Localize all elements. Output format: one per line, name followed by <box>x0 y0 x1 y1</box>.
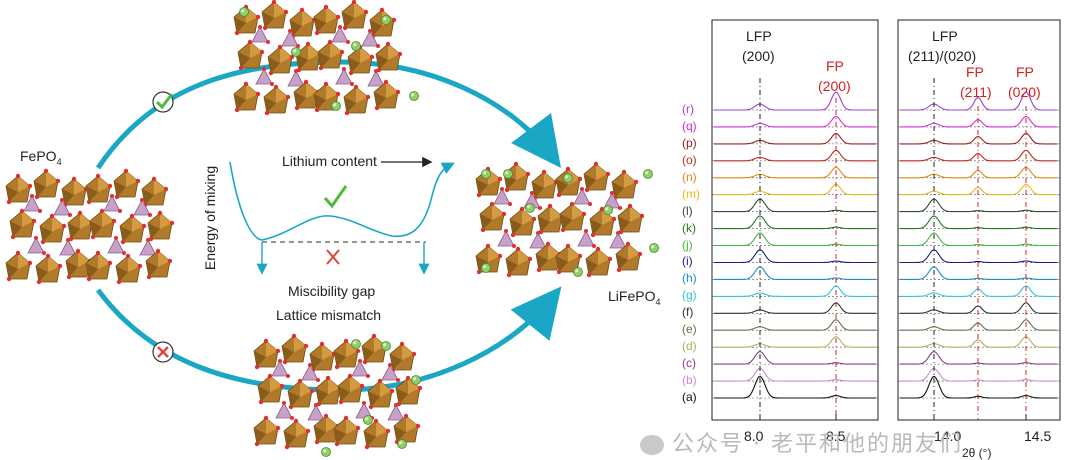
p2-lfp-index: (211)/(020) <box>908 48 977 64</box>
p1-tick-2: 8.5 <box>826 428 846 444</box>
xrd-trace-panel2 <box>900 215 1058 230</box>
xrd-trace-panel1 <box>714 132 876 145</box>
p2-lfp-label: LFP <box>932 28 958 44</box>
phase-transition-schematic <box>0 0 659 457</box>
xrd-trace-panel2 <box>900 266 1058 280</box>
xrd-trace-panel2 <box>900 115 1058 128</box>
trace-label: (g) <box>682 288 697 303</box>
trace-label: (c) <box>682 356 696 371</box>
xrd-trace-panel2 <box>900 132 1058 145</box>
trace-label: (i) <box>682 254 693 269</box>
xrd-trace-panel2 <box>900 336 1058 348</box>
xrd-trace-panel2 <box>900 166 1058 179</box>
p1-tick-1: 8.0 <box>744 428 764 444</box>
trace-label: (o) <box>682 152 697 167</box>
p2-fp211-index: (211) <box>960 84 992 100</box>
trace-label: (n) <box>682 169 697 184</box>
trace-label: (l) <box>682 203 693 218</box>
xrd-trace-panel1 <box>714 375 876 399</box>
energy-of-mixing-label: Energy of mixing <box>202 165 218 271</box>
check-mark <box>323 185 348 209</box>
p1-lfp-index: (200) <box>742 48 775 64</box>
xrd-trace-panel1 <box>714 367 876 382</box>
lower-arc-arrow <box>95 286 562 393</box>
trace-label: (j) <box>682 237 693 252</box>
x-axis-label: 2θ (°) <box>962 446 992 460</box>
xrd-panel-1-frame <box>711 19 879 421</box>
watermark: 公众号 · 老平和他的朋友们 <box>640 426 963 458</box>
xrd-trace-panel1 <box>714 183 876 196</box>
wechat-icon <box>640 435 664 455</box>
xrd-trace-panel1 <box>714 115 876 128</box>
lattice-mismatch-label: Lattice mismatch <box>276 307 382 323</box>
solid-solution-crystal <box>234 0 419 115</box>
xrd-trace-panel1 <box>714 215 876 230</box>
xrd-trace-panel1 <box>714 266 876 280</box>
trace-label: (m) <box>682 186 700 201</box>
xrd-trace-panel1 <box>714 319 876 331</box>
trace-label: (r) <box>682 102 694 116</box>
xrd-trace-panel1 <box>714 198 876 213</box>
lithium-content-label: Lithium content <box>282 153 381 169</box>
xrd-trace-panel2 <box>900 285 1058 297</box>
xrd-trace-panel1 <box>714 232 876 247</box>
xrd-trace-panel2 <box>900 367 1058 382</box>
xrd-trace-panel1 <box>714 351 876 365</box>
xrd-trace-panel2 <box>900 302 1058 314</box>
miscibility-gap-label: Miscibility gap <box>288 283 376 299</box>
check-badge <box>152 91 174 113</box>
xrd-trace-panel1 <box>714 149 876 162</box>
lifepo4-crystal <box>476 162 659 277</box>
xrd-trace-panel2 <box>900 149 1058 162</box>
trace-label: (h) <box>682 271 697 286</box>
cross-mark <box>326 249 340 265</box>
p2-tick-2: 14.5 <box>1024 428 1052 444</box>
xrd-trace-panel2 <box>900 183 1058 196</box>
p2-fp211-label: FP <box>966 64 984 80</box>
trace-label: (e) <box>682 322 697 337</box>
xrd-trace-panel1 <box>714 302 876 314</box>
p2-tick-1: 14.0 <box>934 428 962 444</box>
trace-label: (b) <box>682 373 697 388</box>
xrd-trace-panel2 <box>900 232 1058 247</box>
p2-fp020-index: (020) <box>1008 84 1041 100</box>
xrd-trace-panel2 <box>900 198 1058 213</box>
cross-badge <box>152 341 174 363</box>
lifepo4-label: LiFePO4 <box>608 288 661 307</box>
energy-curve <box>229 161 455 241</box>
xrd-trace-panel1 <box>714 285 876 297</box>
xrd-trace-panel2 <box>900 319 1058 331</box>
p1-fp-label: FP <box>826 58 844 74</box>
xrd-panel-2-frame <box>897 19 1061 421</box>
p2-fp020-label: FP <box>1016 64 1034 80</box>
trace-label: (a) <box>682 390 697 404</box>
xrd-trace-panel2 <box>900 351 1058 365</box>
xrd-trace-panel1 <box>714 166 876 179</box>
xrd-trace-panel1 <box>714 91 876 111</box>
xrd-trace-panel2 <box>900 91 1058 111</box>
trace-labels: (r) (q) (p) (o) (n) (m) (l) (k) (j) (i) (h) (g) (f) (… <box>682 0 712 458</box>
p1-lfp-label: LFP <box>746 28 772 44</box>
xrd-panels <box>711 19 1061 421</box>
trace-label: (d) <box>682 339 697 354</box>
xrd-trace-panel1 <box>714 336 876 348</box>
energy-curve-plot <box>229 156 455 275</box>
trace-label: (k) <box>682 220 696 235</box>
trace-label: (p) <box>682 135 697 150</box>
two-phase-crystal <box>254 334 422 457</box>
xrd-trace-panel2 <box>900 249 1058 264</box>
xrd-trace-panel2 <box>900 375 1058 399</box>
trace-label: (f) <box>682 305 694 320</box>
p1-fp-index: (200) <box>818 78 851 94</box>
fepo4-label: FePO4 <box>20 148 62 167</box>
trace-label: (q) <box>682 118 697 133</box>
fepo4-crystal <box>6 169 174 284</box>
xrd-trace-panel1 <box>714 249 876 264</box>
